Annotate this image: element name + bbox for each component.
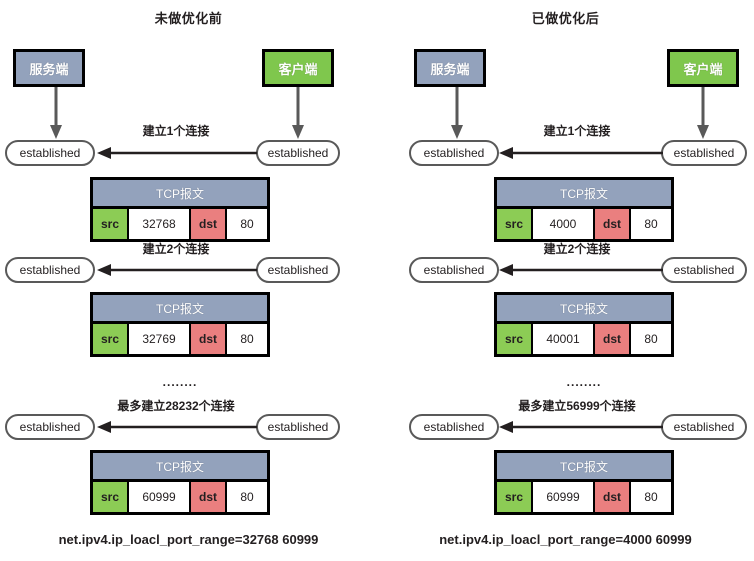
established-client-2: established — [256, 257, 340, 283]
server-box: 服务端 — [414, 49, 486, 87]
dst-label: dst — [595, 324, 631, 354]
dst-label: dst — [191, 324, 227, 354]
dst-port: 80 — [631, 209, 671, 239]
dst-port: 80 — [631, 482, 671, 512]
src-port: 60999 — [533, 482, 595, 512]
tcp-packet-3: TCP报文 src 60999 dst 80 — [494, 450, 674, 515]
packet-fields: src 40001 dst 80 — [497, 324, 671, 354]
established-client-3: established — [256, 414, 340, 440]
dst-port: 80 — [227, 209, 267, 239]
established-client-2: established — [661, 257, 747, 283]
src-label: src — [93, 324, 129, 354]
panel-title: 已做优化后 — [531, 11, 600, 26]
client-box: 客户端 — [667, 49, 739, 87]
packet-fields: src 60999 dst 80 — [497, 482, 671, 512]
established-server-2: established — [5, 257, 95, 283]
packet-fields: src 32769 dst 80 — [93, 324, 267, 354]
connection-label: 最多建立28232个连接 — [117, 399, 235, 413]
ellipsis-separator: ........ — [566, 375, 602, 389]
src-port: 40001 — [533, 324, 595, 354]
connection-label: 建立2个连接 — [543, 242, 611, 256]
established-client-1: established — [661, 140, 747, 166]
panel-before-optimization: 未做优化前 服务端 客户端 建立1个连接 established establi… — [5, 11, 340, 547]
src-label: src — [497, 482, 533, 512]
connection-label: 建立1个连接 — [543, 124, 611, 138]
packet-title: TCP报文 — [497, 453, 671, 482]
dst-label: dst — [595, 482, 631, 512]
tcp-packet-2: TCP报文 src 40001 dst 80 — [494, 292, 674, 357]
packet-title: TCP报文 — [93, 453, 267, 482]
client-box: 客户端 — [262, 49, 334, 87]
connection-label: 建立1个连接 — [142, 124, 210, 138]
sysctl-setting: net.ipv4.ip_loacl_port_range=32768 60999 — [58, 532, 319, 547]
src-port: 32769 — [129, 324, 191, 354]
src-port: 32768 — [129, 209, 191, 239]
packet-title: TCP报文 — [93, 295, 267, 324]
established-server-2: established — [409, 257, 499, 283]
src-label: src — [93, 482, 129, 512]
established-server-1: established — [5, 140, 95, 166]
src-label: src — [497, 209, 533, 239]
dst-port: 80 — [227, 324, 267, 354]
established-server-3: established — [409, 414, 499, 440]
src-port: 4000 — [533, 209, 595, 239]
src-label: src — [93, 209, 129, 239]
connection-arrow-2 — [497, 257, 663, 283]
dst-label: dst — [191, 482, 227, 512]
packet-fields: src 60999 dst 80 — [93, 482, 267, 512]
established-client-1: established — [256, 140, 340, 166]
connection-label: 建立2个连接 — [142, 242, 210, 256]
connection-arrow-3 — [95, 414, 257, 440]
src-port: 60999 — [129, 482, 191, 512]
dst-label: dst — [191, 209, 227, 239]
sysctl-setting: net.ipv4.ip_loacl_port_range=4000 60999 — [439, 532, 692, 547]
src-label: src — [497, 324, 533, 354]
client-label: 客户端 — [278, 61, 318, 77]
packet-fields: src 4000 dst 80 — [497, 209, 671, 239]
tcp-packet-1: TCP报文 src 4000 dst 80 — [494, 177, 674, 242]
packet-title: TCP报文 — [497, 180, 671, 209]
connection-arrow-3 — [497, 414, 663, 440]
client-label: 客户端 — [683, 61, 723, 77]
dst-port: 80 — [227, 482, 267, 512]
dst-label: dst — [595, 209, 631, 239]
connection-arrow-2 — [95, 257, 257, 283]
packet-fields: src 32768 dst 80 — [93, 209, 267, 239]
connection-arrow-1 — [95, 140, 257, 166]
connection-arrow-1 — [497, 140, 663, 166]
tcp-packet-1: TCP报文 src 32768 dst 80 — [90, 177, 270, 242]
packet-title: TCP报文 — [93, 180, 267, 209]
panel-title: 未做优化前 — [154, 11, 223, 26]
server-label: 服务端 — [29, 61, 69, 77]
established-server-1: established — [409, 140, 499, 166]
packet-title: TCP报文 — [497, 295, 671, 324]
ellipsis-separator: ........ — [162, 375, 198, 389]
established-server-3: established — [5, 414, 95, 440]
established-client-3: established — [661, 414, 747, 440]
server-box: 服务端 — [13, 49, 85, 87]
tcp-packet-2: TCP报文 src 32769 dst 80 — [90, 292, 270, 357]
dst-port: 80 — [631, 324, 671, 354]
panel-after-optimization: 已做优化后 服务端 客户端 建立1个连接 established establi… — [377, 0, 754, 561]
tcp-packet-3: TCP报文 src 60999 dst 80 — [90, 450, 270, 515]
server-label: 服务端 — [430, 61, 470, 77]
connection-label: 最多建立56999个连接 — [518, 399, 636, 413]
